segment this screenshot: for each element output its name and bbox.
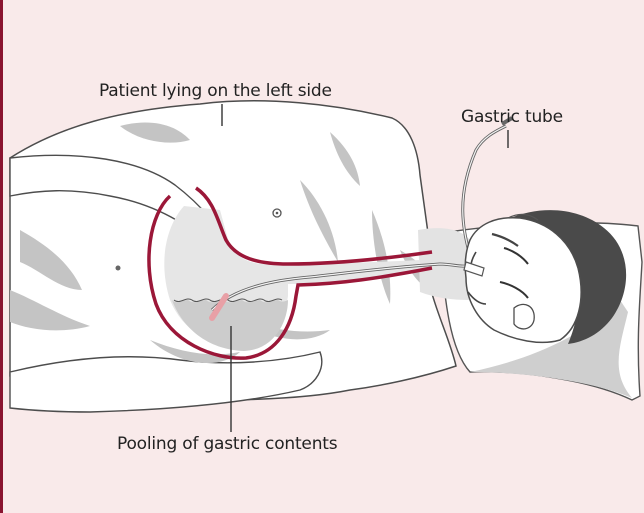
ear bbox=[514, 304, 534, 329]
pooling-label: Pooling of gastric contents bbox=[117, 434, 337, 454]
navel bbox=[116, 266, 121, 271]
gastric-tube-label: Gastric tube bbox=[461, 107, 563, 127]
patient-position-label: Patient lying on the left side bbox=[99, 81, 332, 101]
